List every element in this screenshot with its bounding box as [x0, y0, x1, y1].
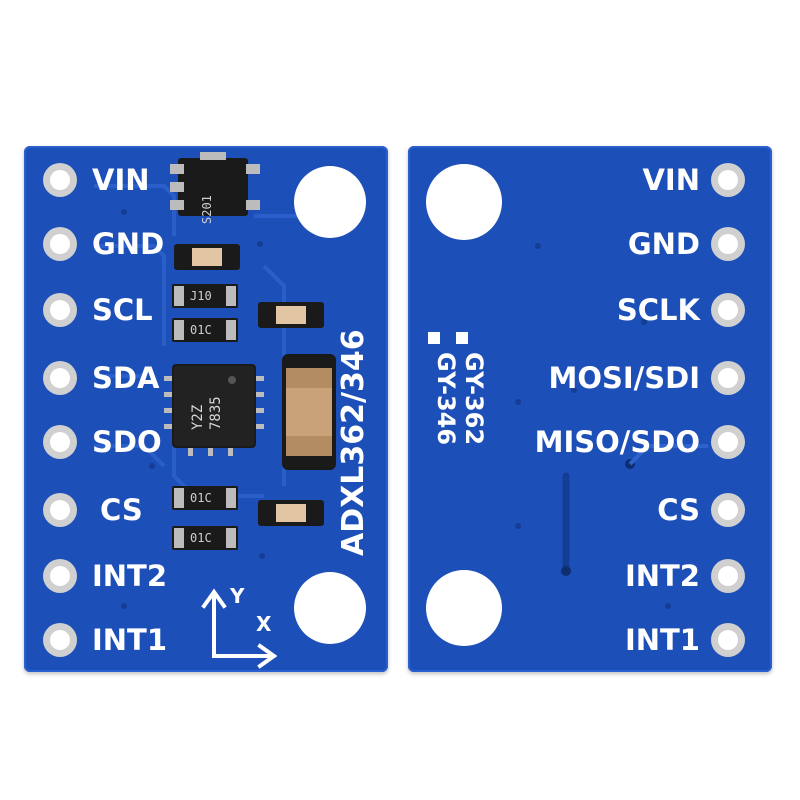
- capacitor-3: [258, 500, 324, 526]
- capacitor-1: [174, 244, 240, 270]
- tantalum-capacitor: [282, 354, 336, 470]
- resistor-mark-01c-1: 01C: [190, 323, 212, 337]
- front-pin-label-cs: CS: [100, 493, 143, 527]
- board-back: VIN GND SCLK MOSI/SDI MISO/SDO CS INT2 I…: [408, 146, 772, 672]
- resistor-01c-2: [172, 486, 238, 510]
- front-pin-label-gnd: GND: [92, 227, 165, 261]
- board-title: ADXL362/346: [336, 329, 371, 556]
- back-mounting-hole-bottom: [426, 570, 502, 646]
- capacitor-2: [258, 302, 324, 328]
- back-pin-label-gnd: GND: [627, 227, 700, 261]
- voltage-regulator: [170, 152, 260, 216]
- resistor-mark-01c-2: 01C: [190, 491, 212, 505]
- back-pin-label-sclk: SCLK: [616, 293, 700, 327]
- front-pin-label-sdo: SDO: [92, 425, 162, 459]
- model-label-gy346: GY-346: [432, 352, 460, 446]
- resistor-01c-3: [172, 526, 238, 550]
- front-pin-label-int1: INT1: [92, 623, 168, 657]
- chip-mark-1: Y2Z: [190, 404, 206, 430]
- front-pin-label-scl: SCL: [92, 293, 153, 327]
- board-front: VIN GND SCL SDA SDO CS INT2 INT1 ADXL362…: [24, 146, 388, 672]
- back-board-art: [426, 163, 745, 657]
- resistor-01c-1: [172, 318, 238, 342]
- back-pin-label-int2: INT2: [624, 559, 700, 593]
- resistor-j10: [172, 284, 238, 308]
- model-checkbox-362: [456, 332, 468, 344]
- back-pin-label-int1: INT1: [624, 623, 700, 657]
- regulator-mark: S201: [200, 195, 214, 224]
- mounting-hole-bottom: [294, 572, 366, 644]
- back-pin-label-mosi-sdi: MOSI/SDI: [548, 361, 700, 395]
- resistor-mark-01c-3: 01C: [190, 531, 212, 545]
- back-pin-label-cs: CS: [657, 493, 700, 527]
- front-board-art: [43, 152, 366, 669]
- front-pin-label-int2: INT2: [92, 559, 168, 593]
- chip-mark-2: 7835: [208, 396, 224, 430]
- mounting-hole-top: [294, 166, 366, 238]
- front-pin-pads: [43, 163, 77, 657]
- axis-label-y: Y: [230, 584, 245, 608]
- model-checkbox-346: [428, 332, 440, 344]
- back-pin-label-vin: VIN: [642, 163, 700, 197]
- back-pin-pads: [711, 163, 745, 657]
- back-mounting-hole-top: [426, 164, 502, 240]
- model-label-gy362: GY-362: [460, 352, 488, 446]
- front-pin-label-vin: VIN: [92, 163, 150, 197]
- back-pin-label-miso-sdo: MISO/SDO: [534, 425, 700, 459]
- resistor-mark-j10: J10: [190, 289, 212, 303]
- axis-arrows: [201, 588, 278, 669]
- front-pin-label-sda: SDA: [92, 361, 160, 395]
- axis-label-x: X: [256, 612, 272, 636]
- accelerometer-chip: [164, 364, 264, 456]
